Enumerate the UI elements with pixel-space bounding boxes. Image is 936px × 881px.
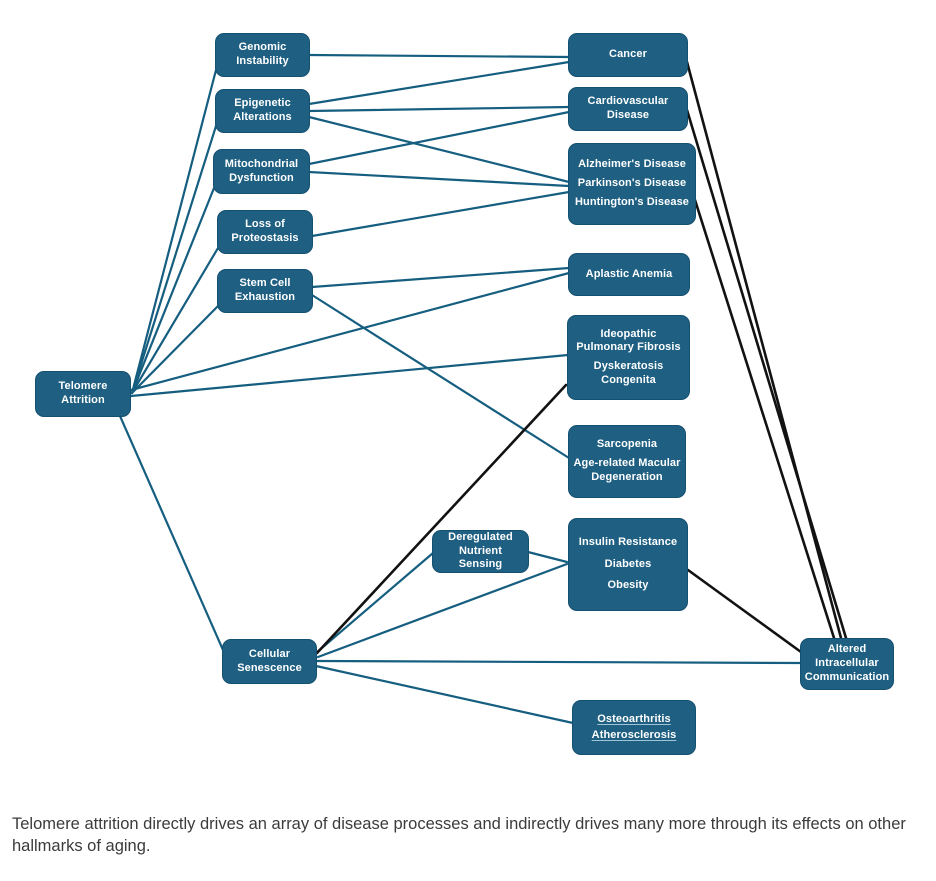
edge-telomere-attrition--genomic-instability xyxy=(130,68,218,395)
node-label: Atherosclerosis xyxy=(591,728,677,741)
edge-genomic-instability--cancer xyxy=(307,53,571,59)
node-label: Communication xyxy=(804,670,890,683)
edge-cellular-senescence--osteoarthritis xyxy=(314,664,575,725)
edge-layer xyxy=(118,53,848,725)
edge-cellular-senescence--altered-intracellular-communication xyxy=(314,659,803,665)
edge-cancer--altered-intracellular-communication xyxy=(685,60,843,640)
edge-cellular-senescence--pulmonary-fibrosis xyxy=(315,383,568,655)
edge-epigenetic-alterations--cancer xyxy=(307,60,571,106)
node-label: Alzheimer's Disease xyxy=(578,158,686,171)
node-label: Disease xyxy=(606,109,650,121)
edge-cardiovascular-disease--altered-intracellular-communication xyxy=(685,108,848,640)
edge-epigenetic-alterations--neurodegenerative-diseases xyxy=(307,115,571,184)
node-cancer: Cancer xyxy=(568,33,688,77)
figure-caption: Telomere attrition directly drives an ar… xyxy=(12,814,906,856)
node-label: Dyskeratosis Congenita xyxy=(593,360,664,386)
node-label: Aplastic Anemia xyxy=(585,267,673,280)
node-label: Altered xyxy=(827,643,867,656)
edge-telomere-attrition--stem-cell-exhaustion xyxy=(130,304,220,395)
node-label: Epigenetic xyxy=(234,97,291,110)
node-label: Sarcopenia xyxy=(596,438,658,451)
node-telomere-attrition: Telomere Attrition xyxy=(35,371,131,417)
edge-epigenetic-alterations--cardiovascular-disease xyxy=(307,105,571,113)
edge-telomere-attrition--loss-of-proteostasis xyxy=(130,246,220,395)
node-label: Telomere Attrition xyxy=(58,380,108,406)
node-label: Mitochondrial xyxy=(224,157,299,170)
node-label: Diabetes xyxy=(604,557,652,570)
edge-telomere-attrition--mitochondrial-dysfunction xyxy=(130,186,216,395)
node-label: Parkinson's Disease xyxy=(577,177,687,190)
node-label: Ideopathic Pulmonary Fibrosis xyxy=(576,327,681,354)
node-label: Dysfunction xyxy=(229,171,294,184)
edge-insulin-resistance--altered-intracellular-communication xyxy=(686,568,803,654)
node-label: Nutrient Sensing xyxy=(458,544,503,571)
edge-deregulated-nutrient-sensing--insulin-resistance xyxy=(526,550,569,564)
node-label: Loss of xyxy=(245,218,285,231)
edge-neurodegenerative-diseases--altered-intracellular-communication xyxy=(693,198,836,640)
edge-telomere-attrition--cellular-senescence xyxy=(118,414,225,652)
node-label: Intracellular xyxy=(815,657,879,670)
edge-telomere-attrition--pulmonary-fibrosis xyxy=(129,353,570,398)
node-label: Cardiovascular xyxy=(587,95,669,108)
node-label: Cellular xyxy=(248,647,291,660)
node-aplastic-anemia: Aplastic Anemia xyxy=(568,253,690,296)
edge-loss-of-proteostasis--neurodegenerative-diseases xyxy=(310,190,571,238)
node-label: Cancer xyxy=(609,48,647,61)
node-label: Instability xyxy=(236,55,289,67)
node-label: Stem Cell xyxy=(239,277,291,290)
edge-mitochondrial-dysfunction--cardiovascular-disease xyxy=(307,110,571,166)
edge-cellular-senescence--insulin-resistance xyxy=(316,562,569,659)
node-label: Senescence xyxy=(237,661,302,674)
node-label: Huntington's Disease xyxy=(574,195,690,208)
node-label: Genomic xyxy=(238,41,287,54)
edge-stem-cell-exhaustion--aplastic-anemia xyxy=(310,266,571,289)
node-label: Age-related Macular Degeneration xyxy=(573,457,681,483)
node-label: Exhaustion xyxy=(234,291,296,303)
edge-telomere-attrition--epigenetic-alterations xyxy=(130,124,218,395)
node-label: Osteoarthritis xyxy=(597,712,671,725)
edge-telomere-attrition--aplastic-anemia xyxy=(129,271,571,392)
node-label: Insulin Resistance xyxy=(578,535,678,548)
node-label: Alterations xyxy=(233,111,292,123)
edge-mitochondrial-dysfunction--neurodegenerative-diseases xyxy=(307,170,571,188)
node-label: Deregulated xyxy=(448,530,513,543)
node-label: Proteostasis xyxy=(231,232,299,244)
edge-cellular-senescence--deregulated-nutrient-sensing xyxy=(314,551,435,655)
edge-stem-cell-exhaustion--sarcopenia xyxy=(310,293,571,460)
node-label: Obesity xyxy=(607,579,649,592)
